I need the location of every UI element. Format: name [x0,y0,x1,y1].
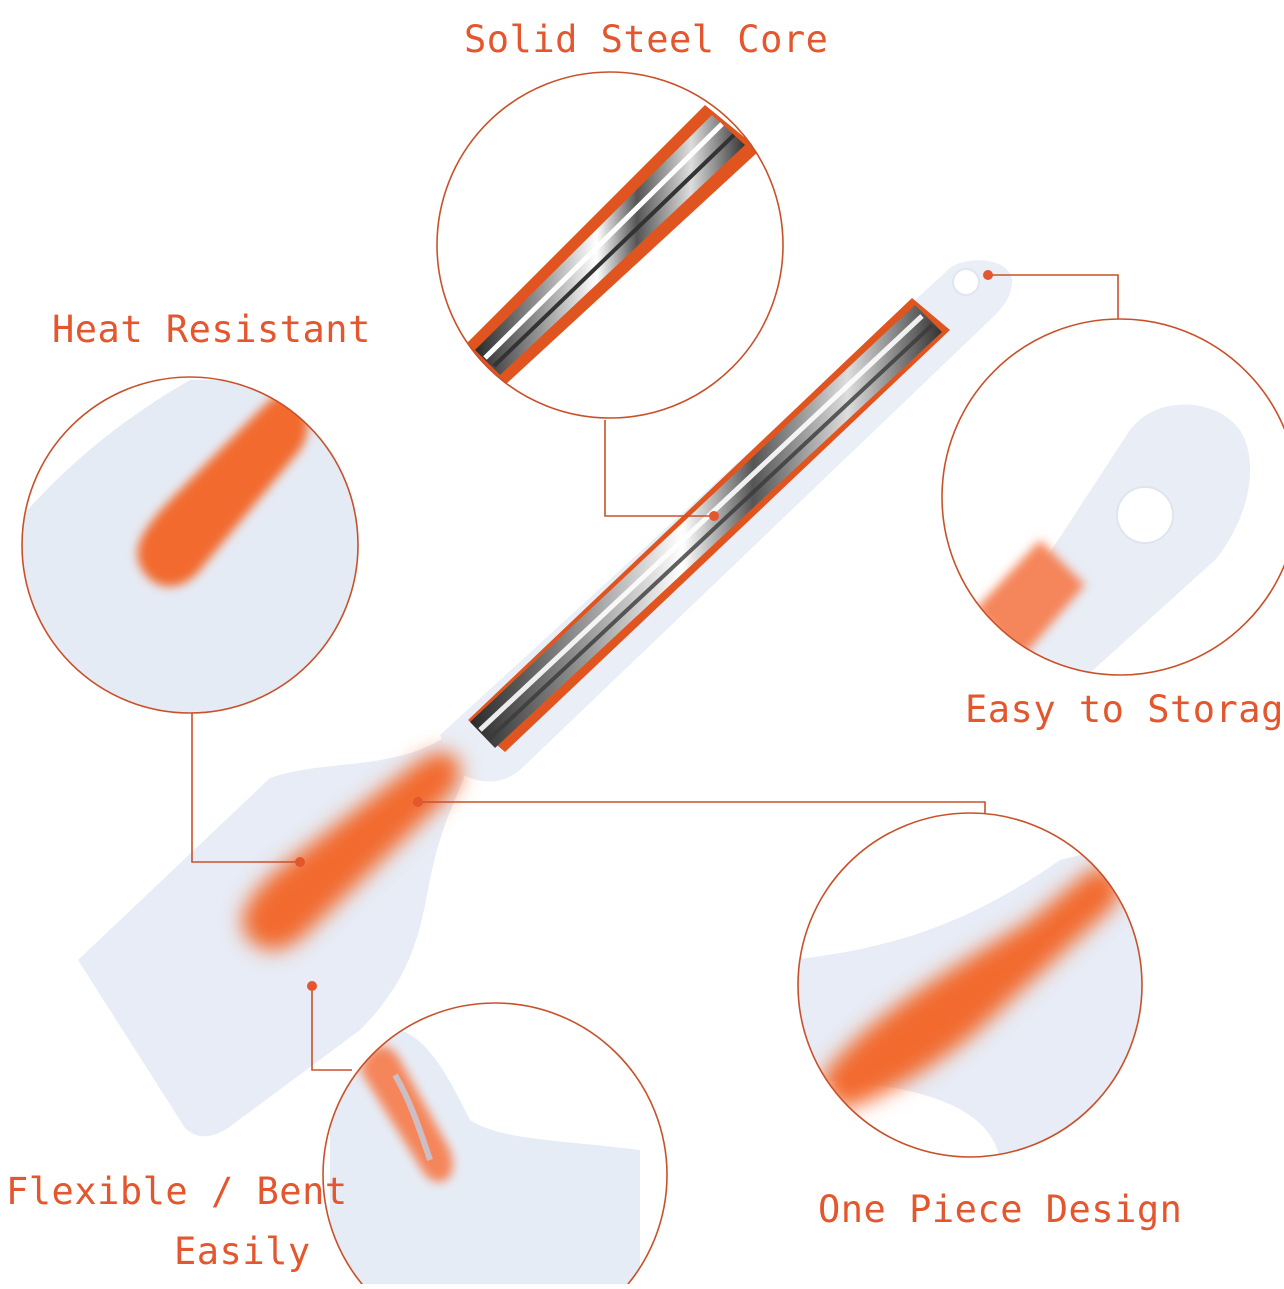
zoom-one-piece [797,812,1143,1158]
spatula-main [78,260,1012,1137]
connector-dots [295,270,993,991]
label-easy-storage: Easy to Storage [965,688,1284,731]
connector-lines [191,274,1119,1071]
zoom-steel-core [436,71,784,419]
zoom-storage [941,318,1284,676]
hanging-hole [952,268,980,296]
label-one-piece: One Piece Design [818,1188,1183,1231]
label-heat-resistant: Heat Resistant [52,308,371,351]
head-core [242,751,461,951]
label-flexible-line1: Flexible / Bent [6,1170,348,1213]
zoom-heat-resistant [21,376,359,714]
label-flexible-line2: Easily [174,1230,311,1273]
zoom-flexible [322,1002,668,1289]
steel-rod [470,305,942,748]
label-steel-core: Solid Steel Core [464,18,829,61]
